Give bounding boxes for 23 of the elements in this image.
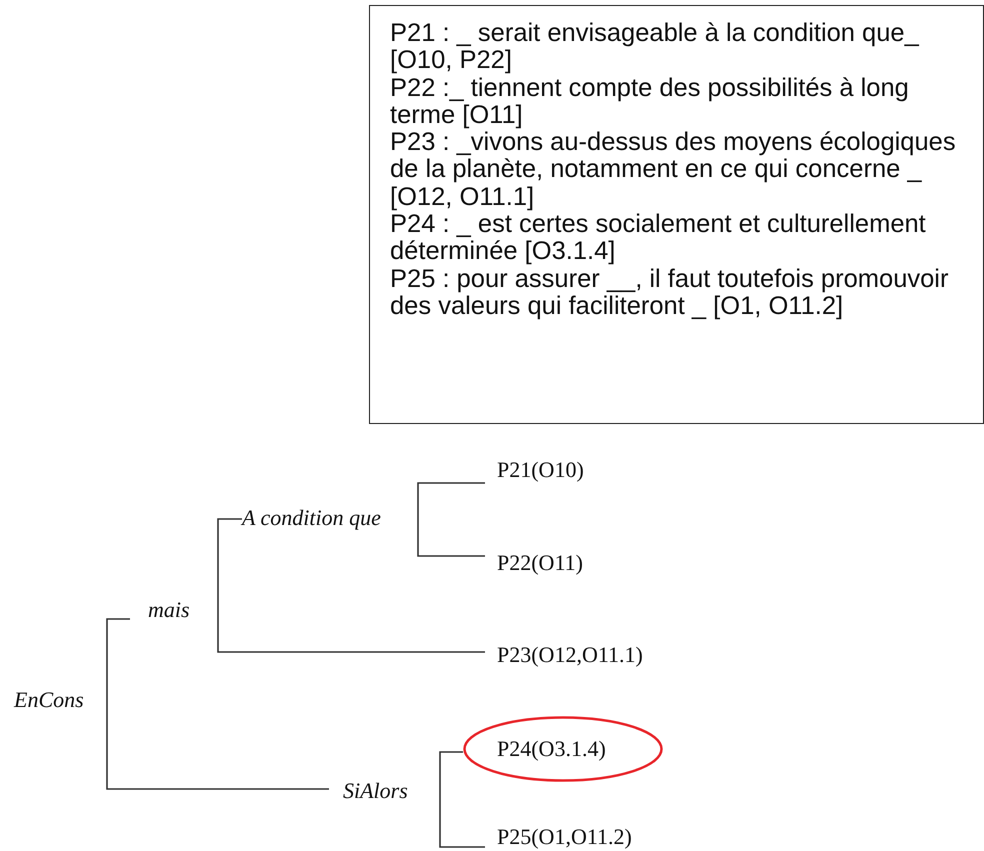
tree-connector (217, 518, 242, 610)
note-paragraph: P22 :_ tiennent compte des possibilités à long terme [O11] (390, 74, 910, 130)
relation-label: SiAlors (343, 778, 408, 804)
relation-label: mais (148, 597, 190, 623)
tree-connector (106, 618, 130, 700)
proposition-label: P23(O12,O11.1) (497, 642, 643, 668)
note-paragraph: P23 : _vivons au-dessus des moyens écologiques de la planète, notamment en ce qui concerne _ [O12, O11.1] (390, 129, 957, 212)
tree-connector (417, 482, 485, 518)
tree-connector (439, 751, 463, 791)
relation-label: EnCons (14, 687, 84, 713)
proposition-label: P21(O10) (497, 457, 584, 483)
proposition-label: P25(O1,O11.2) (497, 824, 632, 850)
note-box (369, 5, 984, 424)
tree-connector (217, 610, 485, 653)
relation-label: A condition que (242, 505, 381, 531)
proposition-label: P22(O11) (497, 550, 583, 576)
note-paragraph: P25 : pour assurer __, il faut toutefois promouvoir des valeurs qui faciliteront _ [O1, O11.2] (390, 266, 950, 320)
note-paragraph: P24 : _ est certes socialement et culturellement déterminée [O3.1.4] (390, 211, 927, 266)
note-paragraph: P21 : _ serait envisageable à la condition que_ [O10, P22] (390, 20, 920, 75)
proposition-label: P24(O3.1.4) (497, 736, 606, 762)
tree-connector (417, 518, 485, 557)
tree-connector (439, 791, 485, 848)
tree-connector (106, 700, 329, 790)
